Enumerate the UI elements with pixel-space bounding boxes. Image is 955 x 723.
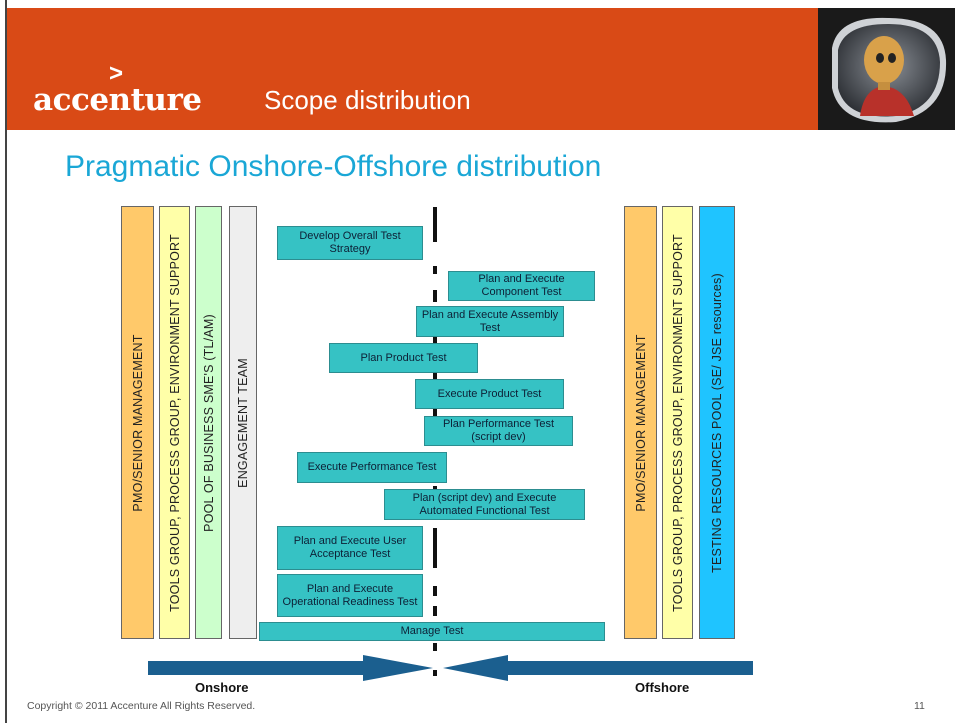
page-number: 11 xyxy=(914,700,925,712)
divider-segment xyxy=(433,372,437,384)
divider-segment xyxy=(433,207,437,242)
divider-segment xyxy=(433,643,437,651)
divider-segment xyxy=(433,266,437,274)
onshore-column-engagement-team: ENGAGEMENT TEAM xyxy=(229,206,257,639)
offshore-column-pmo: PMO/SENIOR MANAGEMENT xyxy=(624,206,657,639)
activity-operational-readiness-test: Plan and Execute Operational Readiness T… xyxy=(277,574,423,617)
onshore-column-tools-group: TOOLS GROUP, PROCESS GROUP, ENVIRONMENT … xyxy=(159,206,190,639)
divider-segment xyxy=(433,586,437,596)
offshore-column-testing-pool-label: TESTING RESOURCES POOL (SE/ JSE resource… xyxy=(710,272,724,573)
offshore-label: Offshore xyxy=(635,680,690,695)
offshore-column-testing-pool: TESTING RESOURCES POOL (SE/ JSE resource… xyxy=(699,206,735,639)
onshore-column-pmo: PMO/SENIOR MANAGEMENT xyxy=(121,206,154,639)
onshore-column-business-sme: POOL OF BUSINESS SME'S (TL/AM) xyxy=(195,206,222,639)
left-border-line xyxy=(5,0,7,723)
onshore-column-pmo-label: PMO/SENIOR MANAGEMENT xyxy=(130,333,145,512)
activity-plan-product-test: Plan Product Test xyxy=(329,343,478,373)
activity-user-acceptance-test: Plan and Execute User Acceptance Test xyxy=(277,526,423,570)
divider-segment xyxy=(433,290,437,302)
activity-assembly-test: Plan and Execute Assembly Test xyxy=(416,306,564,337)
onshore-column-engagement-team-label: ENGAGEMENT TEAM xyxy=(236,357,250,488)
activity-automated-functional-test: Plan (script dev) and Execute Automated … xyxy=(384,489,585,520)
onshore-column-business-sme-label: POOL OF BUSINESS SME'S (TL/AM) xyxy=(201,313,216,532)
copyright-text: Copyright © 2011 Accenture All Rights Re… xyxy=(27,700,256,712)
offshore-column-pmo-label: PMO/SENIOR MANAGEMENT xyxy=(633,333,648,512)
offshore-arrow xyxy=(443,655,753,681)
offshore-column-tools-group: TOOLS GROUP, PROCESS GROUP, ENVIRONMENT … xyxy=(662,206,693,639)
onshore-arrow xyxy=(148,655,433,681)
divider-segment xyxy=(433,528,437,568)
crash-test-dummy-mirror-image xyxy=(818,8,955,130)
accenture-logo-mark: > xyxy=(109,60,124,87)
activity-execute-product-test: Execute Product Test xyxy=(415,379,564,409)
header-bar xyxy=(7,8,955,130)
slide-title: Pragmatic Onshore-Offshore distribution xyxy=(65,150,602,183)
offshore-column-tools-group-label: TOOLS GROUP, PROCESS GROUP, ENVIRONMENT … xyxy=(670,233,685,612)
header-title: Scope distribution xyxy=(264,85,471,115)
divider-segment xyxy=(433,606,437,616)
accenture-logo: accenture xyxy=(33,82,202,118)
activity-manage-test: Manage Test xyxy=(259,622,605,641)
activity-component-test: Plan and Execute Component Test xyxy=(448,271,595,301)
onshore-label: Onshore xyxy=(195,680,249,695)
onshore-column-tools-group-label: TOOLS GROUP, PROCESS GROUP, ENVIRONMENT … xyxy=(167,233,182,612)
activity-develop-test-strategy: Develop Overall Test Strategy xyxy=(277,226,423,260)
divider-segment xyxy=(433,670,437,676)
activity-execute-performance-test: Execute Performance Test xyxy=(297,452,447,483)
activity-plan-performance-test: Plan Performance Test (script dev) xyxy=(424,416,573,446)
onshore-offshore-arrows xyxy=(148,655,753,681)
